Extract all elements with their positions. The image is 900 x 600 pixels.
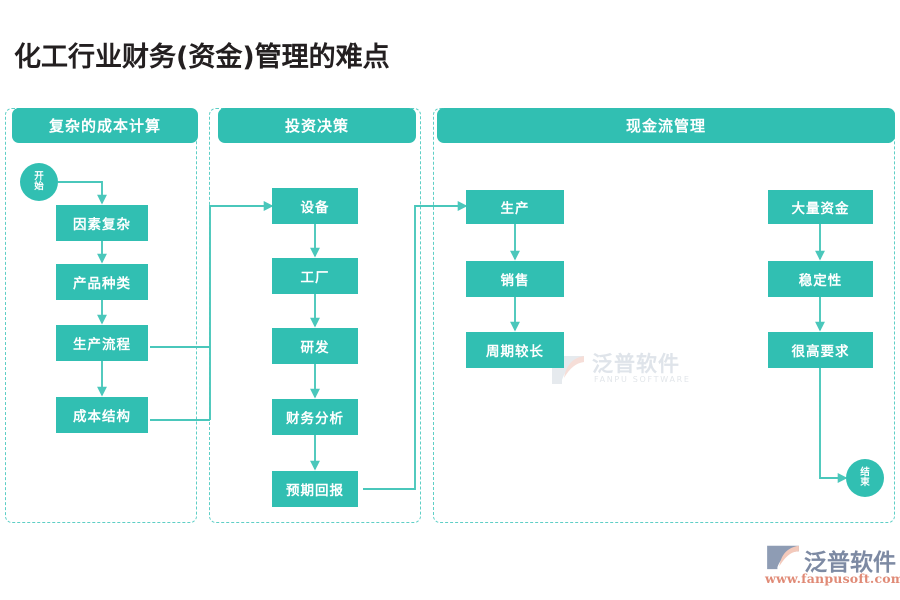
node-production[interactable]: 生产 <box>466 190 564 224</box>
node-label: 成本结构 <box>73 409 131 425</box>
node-label: 稳定性 <box>798 273 843 289</box>
node-long-cycle[interactable]: 周期较长 <box>466 332 564 368</box>
node-label: 产品种类 <box>73 276 131 292</box>
node-cost-structure[interactable]: 成本结构 <box>56 397 148 433</box>
node-high-requirement[interactable]: 很高要求 <box>768 332 873 368</box>
brand-logo: 泛普软件 www.fanpusoft.com <box>762 543 900 591</box>
node-stability[interactable]: 稳定性 <box>768 261 873 297</box>
terminator-end-line2: 束 <box>860 477 870 488</box>
node-label: 很高要求 <box>791 344 850 360</box>
node-label: 预期回报 <box>286 483 344 499</box>
panel-investment-decision <box>209 108 421 523</box>
node-label: 因素复杂 <box>73 217 131 233</box>
node-factors[interactable]: 因素复杂 <box>56 205 148 241</box>
node-product-types[interactable]: 产品种类 <box>56 264 148 300</box>
terminator-start-line1: 开 <box>34 171 44 183</box>
terminator-end: 结 束 <box>846 459 884 497</box>
page-title: 化工行业财务(资金)管理的难点 <box>14 42 390 73</box>
panel-header-cost-calculation: 复杂的成本计算 <box>12 108 198 143</box>
terminator-start: 开 始 <box>20 163 58 201</box>
node-research-development[interactable]: 研发 <box>272 328 358 364</box>
panel-cash-flow <box>433 108 895 523</box>
brand-logo-url: www.fanpusoft.com <box>765 571 900 586</box>
node-label: 周期较长 <box>486 344 544 360</box>
node-equipment[interactable]: 设备 <box>272 188 358 224</box>
panel-header-label: 现金流管理 <box>625 117 706 135</box>
panel-header-label: 复杂的成本计算 <box>48 117 161 135</box>
node-label: 生产 <box>500 201 530 217</box>
node-large-capital[interactable]: 大量资金 <box>768 190 873 224</box>
node-label: 设备 <box>300 200 330 216</box>
terminator-end-line1: 结 <box>860 467 870 479</box>
node-label: 财务分析 <box>286 411 344 427</box>
brand-logo-text: 泛普软件 <box>804 550 896 576</box>
panel-header-label: 投资决策 <box>284 117 349 135</box>
node-factory[interactable]: 工厂 <box>272 258 358 294</box>
node-label: 销售 <box>500 273 530 289</box>
panel-header-cash-flow: 现金流管理 <box>437 108 895 143</box>
node-production-process[interactable]: 生产流程 <box>56 325 148 361</box>
node-label: 生产流程 <box>73 337 131 353</box>
node-label: 研发 <box>300 340 330 356</box>
panel-header-investment-decision: 投资决策 <box>218 108 416 143</box>
node-financial-analysis[interactable]: 财务分析 <box>272 399 358 435</box>
node-sales[interactable]: 销售 <box>466 261 564 297</box>
terminator-start-line2: 始 <box>34 181 44 192</box>
node-label: 大量资金 <box>791 201 850 217</box>
node-label: 工厂 <box>300 270 330 286</box>
brand-logo-icon <box>767 545 799 570</box>
node-expected-return[interactable]: 预期回报 <box>272 471 358 507</box>
